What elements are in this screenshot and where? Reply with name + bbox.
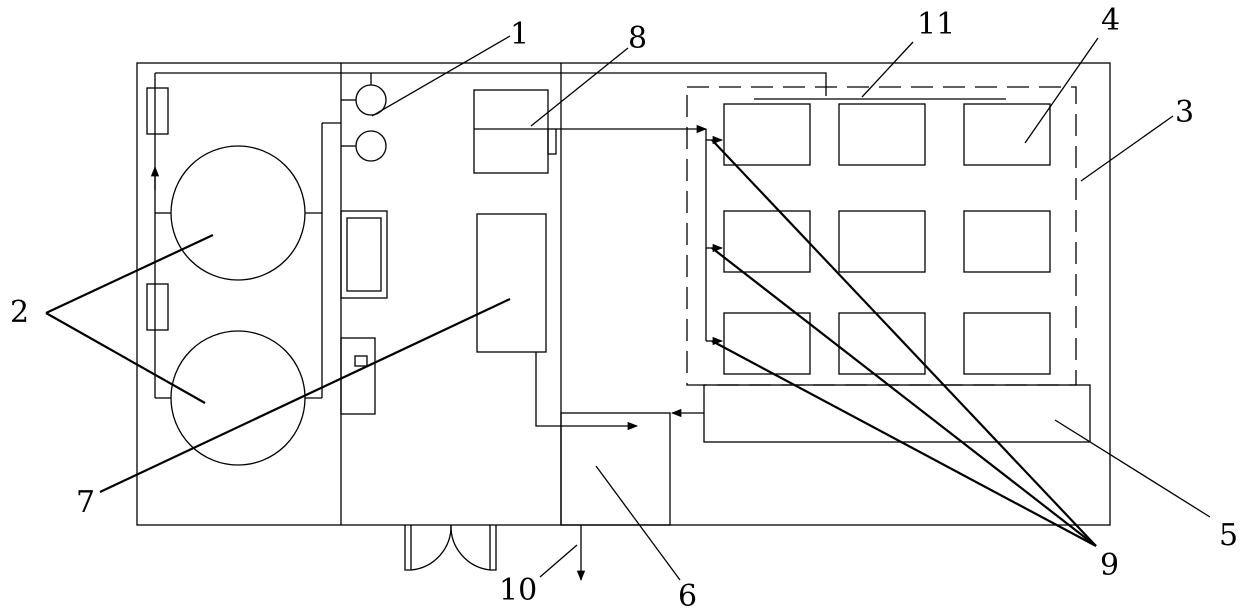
label-3: 3: [1175, 95, 1194, 130]
label-2: 2: [10, 295, 29, 330]
control-equipment: [340, 210, 388, 415]
label-4: 4: [1101, 3, 1120, 38]
room-3: [686, 86, 1077, 386]
unit-8: [473, 89, 708, 174]
leader-lines: [45, 35, 1211, 581]
label-9: 9: [1100, 548, 1119, 583]
label-10: 10: [499, 573, 537, 608]
unit-5: [670, 384, 1091, 443]
left-section: [146, 72, 827, 466]
unit-7: [476, 213, 639, 431]
label-7: 7: [76, 485, 95, 520]
tank-upper: [170, 145, 306, 281]
pumps: [341, 73, 387, 162]
tray-grid: [723, 103, 1051, 375]
label-1: 1: [510, 17, 529, 52]
room-6: [560, 412, 671, 526]
tank-lower: [170, 330, 306, 466]
label-5: 5: [1219, 518, 1238, 553]
label-6: 6: [678, 579, 697, 614]
door: [404, 524, 497, 571]
label-8: 8: [628, 21, 647, 56]
label-11: 11: [917, 7, 955, 42]
